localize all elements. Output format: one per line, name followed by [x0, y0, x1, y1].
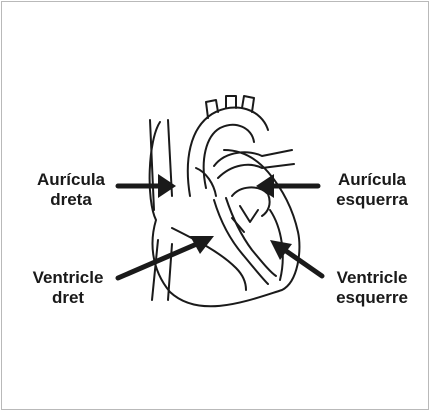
mitral-valve — [232, 206, 258, 232]
aorta — [188, 107, 268, 196]
left-atrium-chamber — [232, 187, 270, 216]
label-right-atrium-line1: Aurícula — [26, 170, 116, 190]
label-right-atrium-line2: dreta — [26, 190, 116, 210]
arrow-right-ventricle — [118, 240, 206, 278]
label-right-ventricle-line1: Ventricle — [20, 268, 116, 288]
arrowhead-left-atrium — [256, 174, 274, 198]
label-left-atrium-line2: esquerra — [322, 190, 422, 210]
septum — [214, 200, 268, 284]
label-left-atrium-line1: Aurícula — [322, 170, 422, 190]
inferior-vena-cava — [152, 240, 172, 300]
label-left-ventricle-line2: esquerre — [322, 288, 422, 308]
label-right-atrium: Aurícula dreta — [26, 170, 116, 210]
pulmonary-trunk — [196, 168, 216, 196]
arrowhead-right-atrium — [158, 174, 176, 198]
superior-vena-cava — [150, 120, 172, 210]
label-left-ventricle: Ventricle esquerre — [322, 268, 422, 308]
heart-outline — [150, 122, 300, 306]
label-left-atrium: Aurícula esquerra — [322, 170, 422, 210]
label-right-ventricle-line2: dret — [20, 288, 116, 308]
label-right-ventricle: Ventricle dret — [20, 268, 116, 308]
label-left-ventricle-line1: Ventricle — [322, 268, 422, 288]
pulmonary-artery — [214, 150, 294, 178]
